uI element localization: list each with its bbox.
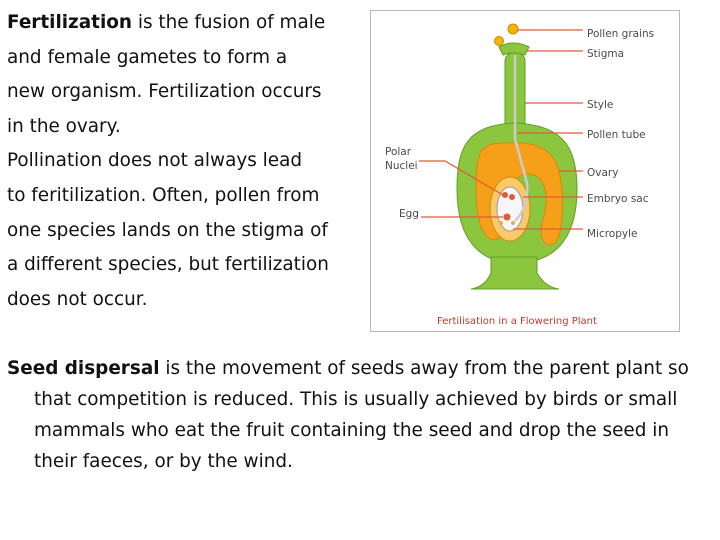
text-line: does not occur. [7,288,148,310]
label-style: Style [587,99,613,111]
text-line: and female gametes to form a [7,46,288,68]
text-line: to feritilization. Often, pollen from [7,184,320,206]
label-embryo-sac: Embryo sac [587,193,649,205]
label-polar: Polar [385,146,412,158]
text-line: that competition is reduced. This is usu… [34,389,678,410]
stigma-shape [498,42,530,56]
text-line: Seed dispersal is the movement of seeds … [7,353,713,384]
label-ovary: Ovary [587,167,618,179]
text-line: mammals who eat the fruit containing the… [34,420,670,441]
egg-cell-shape [503,213,511,221]
synergid-shape [511,221,515,225]
label-nuclei: Nuclei [385,160,418,172]
text-line: in the ovary. [7,115,121,137]
label-stigma: Stigma [587,48,624,60]
text-line: new organism. Fertilization occurs [7,81,322,103]
term-fertilization: Fertilization [7,12,132,33]
term-seed-dispersal: Seed dispersal [7,358,160,379]
text-line: one species lands on the stigma of [7,219,328,241]
text-line: Fertilization is the fusion of male [7,6,359,41]
text-fragment: is the fusion of male [132,12,326,33]
synergid-shape [499,221,503,225]
text-fragment: is the movement of seeds away from the p… [159,358,689,379]
flower-illustration: Pollen grains Stigma Style Pollen tube O… [385,23,654,327]
pollen-tube-shape [513,55,529,222]
label-micropyle: Micropyle [587,228,638,240]
label-pollen-tube: Pollen tube [587,129,646,141]
receptacle-shape [470,256,560,290]
fertilisation-diagram: Pollen grains Stigma Style Pollen tube O… [370,10,680,332]
polar-nucleus-shape [509,194,515,200]
pollen-grain-shape [494,36,504,46]
diagram-caption: Fertilisation in a Flowering Plant [437,316,597,327]
text-line: a different species, but fertilization [7,254,329,276]
label-pollen-grains: Pollen grains [587,28,654,40]
seed-dispersal-paragraph: Seed dispersal is the movement of seeds … [7,353,713,477]
fertilization-paragraph: Fertilization is the fusion of male and … [7,6,359,317]
pointer-line [419,160,504,196]
text-line: their faeces, or by the wind. [34,451,293,472]
pollen-grain-shape [507,23,519,35]
label-egg: Egg [399,208,419,220]
text-line: Pollination does not always lead [7,150,303,172]
polar-nucleus-shape [502,192,508,198]
